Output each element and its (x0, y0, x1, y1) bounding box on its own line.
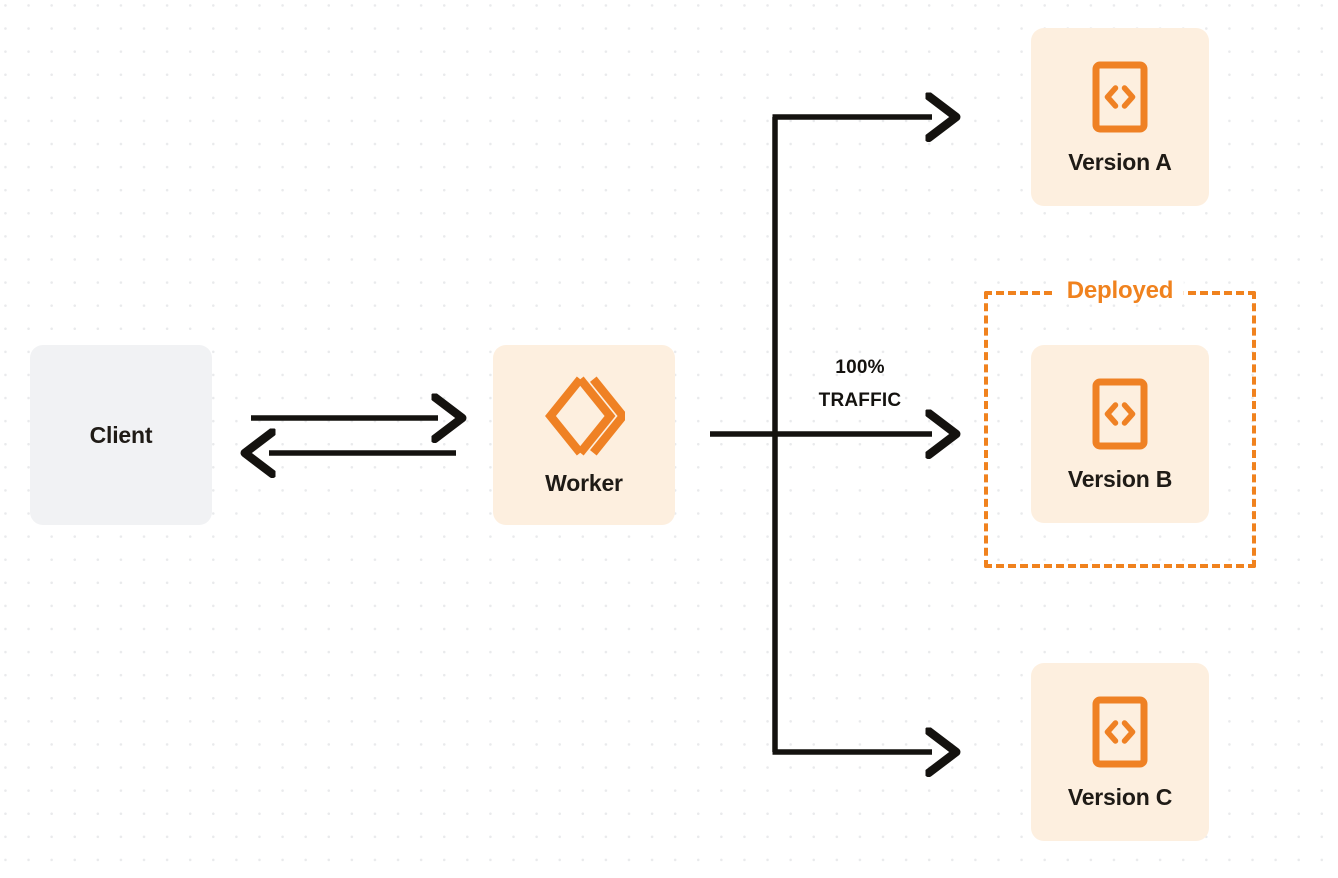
deployed-frame-label: Deployed (1055, 279, 1185, 303)
node-version-b-label: Version B (1067, 465, 1173, 492)
node-version-a-label: Version A (1068, 148, 1172, 175)
node-worker-label: Worker (545, 469, 623, 496)
code-brackets-icon (1092, 61, 1148, 133)
node-version-c-label: Version C (1067, 783, 1173, 810)
node-version-a[interactable]: Version A (1031, 28, 1209, 206)
code-brackets-icon (1092, 696, 1148, 768)
traffic-percent: 100% (835, 357, 885, 378)
code-brackets-icon (1092, 378, 1148, 450)
node-client-label: Client (89, 421, 153, 448)
node-version-b[interactable]: Version B (1031, 345, 1209, 523)
traffic-label: 100% TRAFFIC (790, 351, 930, 418)
node-worker[interactable]: Worker (493, 345, 675, 525)
cloudflare-workers-logo-icon (543, 376, 625, 456)
traffic-unit: TRAFFIC (818, 390, 902, 412)
node-client[interactable]: Client (30, 345, 212, 525)
node-version-c[interactable]: Version C (1031, 663, 1209, 841)
deployed-frame: Deployed (984, 279, 1256, 568)
